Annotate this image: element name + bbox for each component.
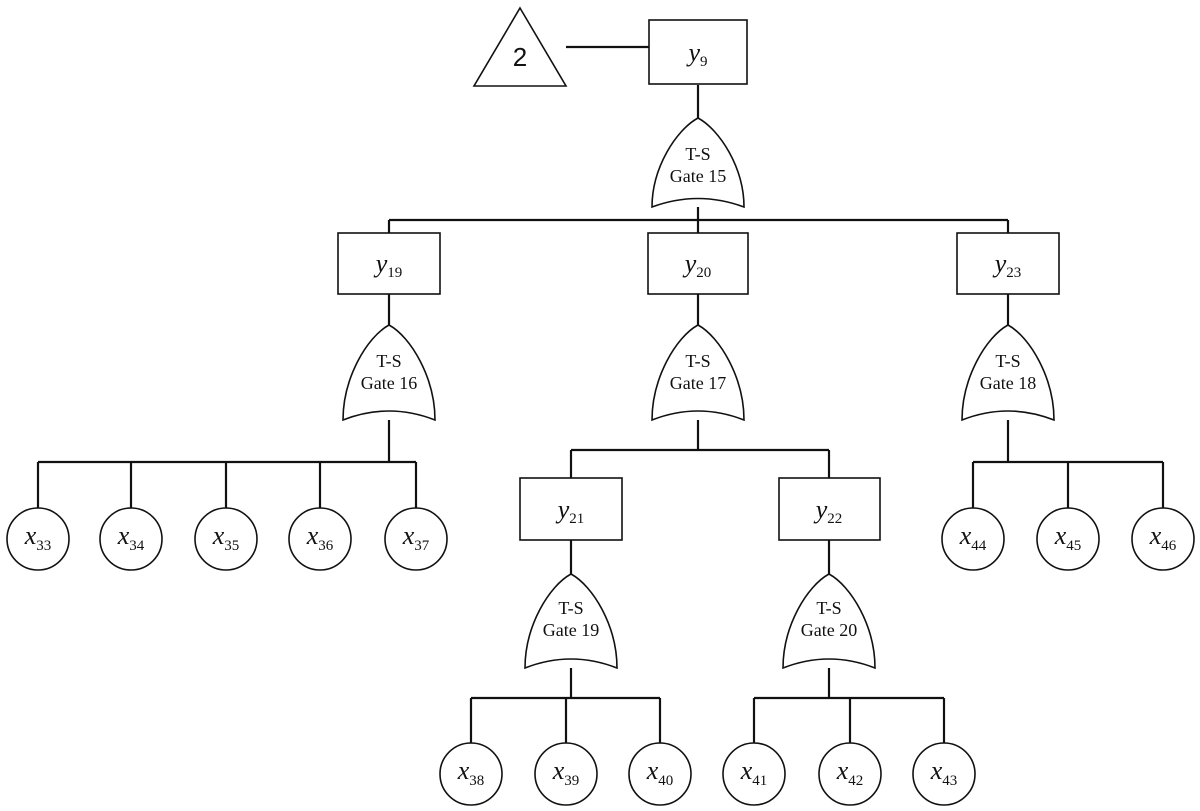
basic-event-x38: x38 [439, 742, 503, 806]
basic-event-x44: x44 [941, 507, 1005, 571]
event-label: x37 [402, 521, 430, 554]
intermediate-event-y20: y20 [647, 232, 749, 295]
gate-line1: T-S [558, 598, 583, 618]
basic-event-x43: x43 [912, 742, 976, 806]
event-label: x35 [212, 521, 240, 554]
gate-line2: Gate 18 [980, 373, 1036, 393]
event-label: x33 [24, 521, 52, 554]
gate-line2: Gate 17 [670, 373, 726, 393]
connector-lines [36, 45, 1165, 745]
event-label: x36 [306, 521, 334, 554]
event-label: x41 [740, 756, 768, 789]
gate-line1: T-S [685, 351, 710, 371]
gate-16: T-S Gate 16 [342, 324, 436, 422]
gate-line2: Gate 15 [670, 166, 726, 186]
gate-line2: Gate 20 [801, 620, 857, 640]
gate-15: T-S Gate 15 [651, 117, 745, 209]
transfer-symbol: 2 [472, 6, 568, 87]
event-label: x43 [930, 756, 958, 789]
event-label: x46 [1149, 521, 1177, 554]
gate-line2: Gate 19 [543, 620, 599, 640]
intermediate-event-y21: y21 [519, 477, 623, 541]
event-label: x45 [1054, 521, 1082, 554]
event-label: x42 [836, 756, 864, 789]
basic-event-x34: x34 [99, 507, 163, 571]
basic-event-x45: x45 [1036, 507, 1100, 571]
event-label: x34 [117, 521, 145, 554]
basic-event-x39: x39 [534, 742, 598, 806]
gate-line1: T-S [995, 351, 1020, 371]
basic-event-x46: x46 [1131, 507, 1195, 571]
basic-event-x40: x40 [628, 742, 692, 806]
intermediate-event-y19: y19 [337, 232, 441, 295]
gate-19: T-S Gate 19 [524, 573, 618, 670]
event-label: y19 [373, 249, 403, 281]
basic-event-x41: x41 [722, 742, 786, 806]
transfer-label: 2 [513, 42, 527, 72]
event-label: y22 [813, 495, 843, 527]
event-label: y21 [555, 495, 585, 527]
basic-event-x36: x36 [288, 507, 352, 571]
gate-17: T-S Gate 17 [651, 324, 745, 422]
event-label: x44 [959, 521, 987, 554]
basic-event-x33: x33 [6, 507, 70, 571]
intermediate-event-y23: y23 [956, 232, 1060, 295]
event-label: x39 [552, 756, 580, 789]
gate-18: T-S Gate 18 [961, 324, 1055, 422]
event-label: x38 [457, 756, 485, 789]
basic-event-x35: x35 [194, 507, 258, 571]
basic-event-x42: x42 [818, 742, 882, 806]
event-label: y20 [682, 249, 712, 281]
event-label: x40 [646, 756, 674, 789]
gate-line1: T-S [816, 598, 841, 618]
gate-line1: T-S [685, 144, 710, 164]
event-label: y9 [685, 38, 707, 70]
top-event: y9 [648, 19, 748, 85]
basic-event-x37: x37 [384, 507, 448, 571]
event-label: y23 [992, 249, 1022, 281]
intermediate-event-y22: y22 [778, 477, 881, 541]
gate-line2: Gate 16 [361, 373, 417, 393]
gate-20: T-S Gate 20 [782, 573, 876, 670]
gate-line1: T-S [376, 351, 401, 371]
